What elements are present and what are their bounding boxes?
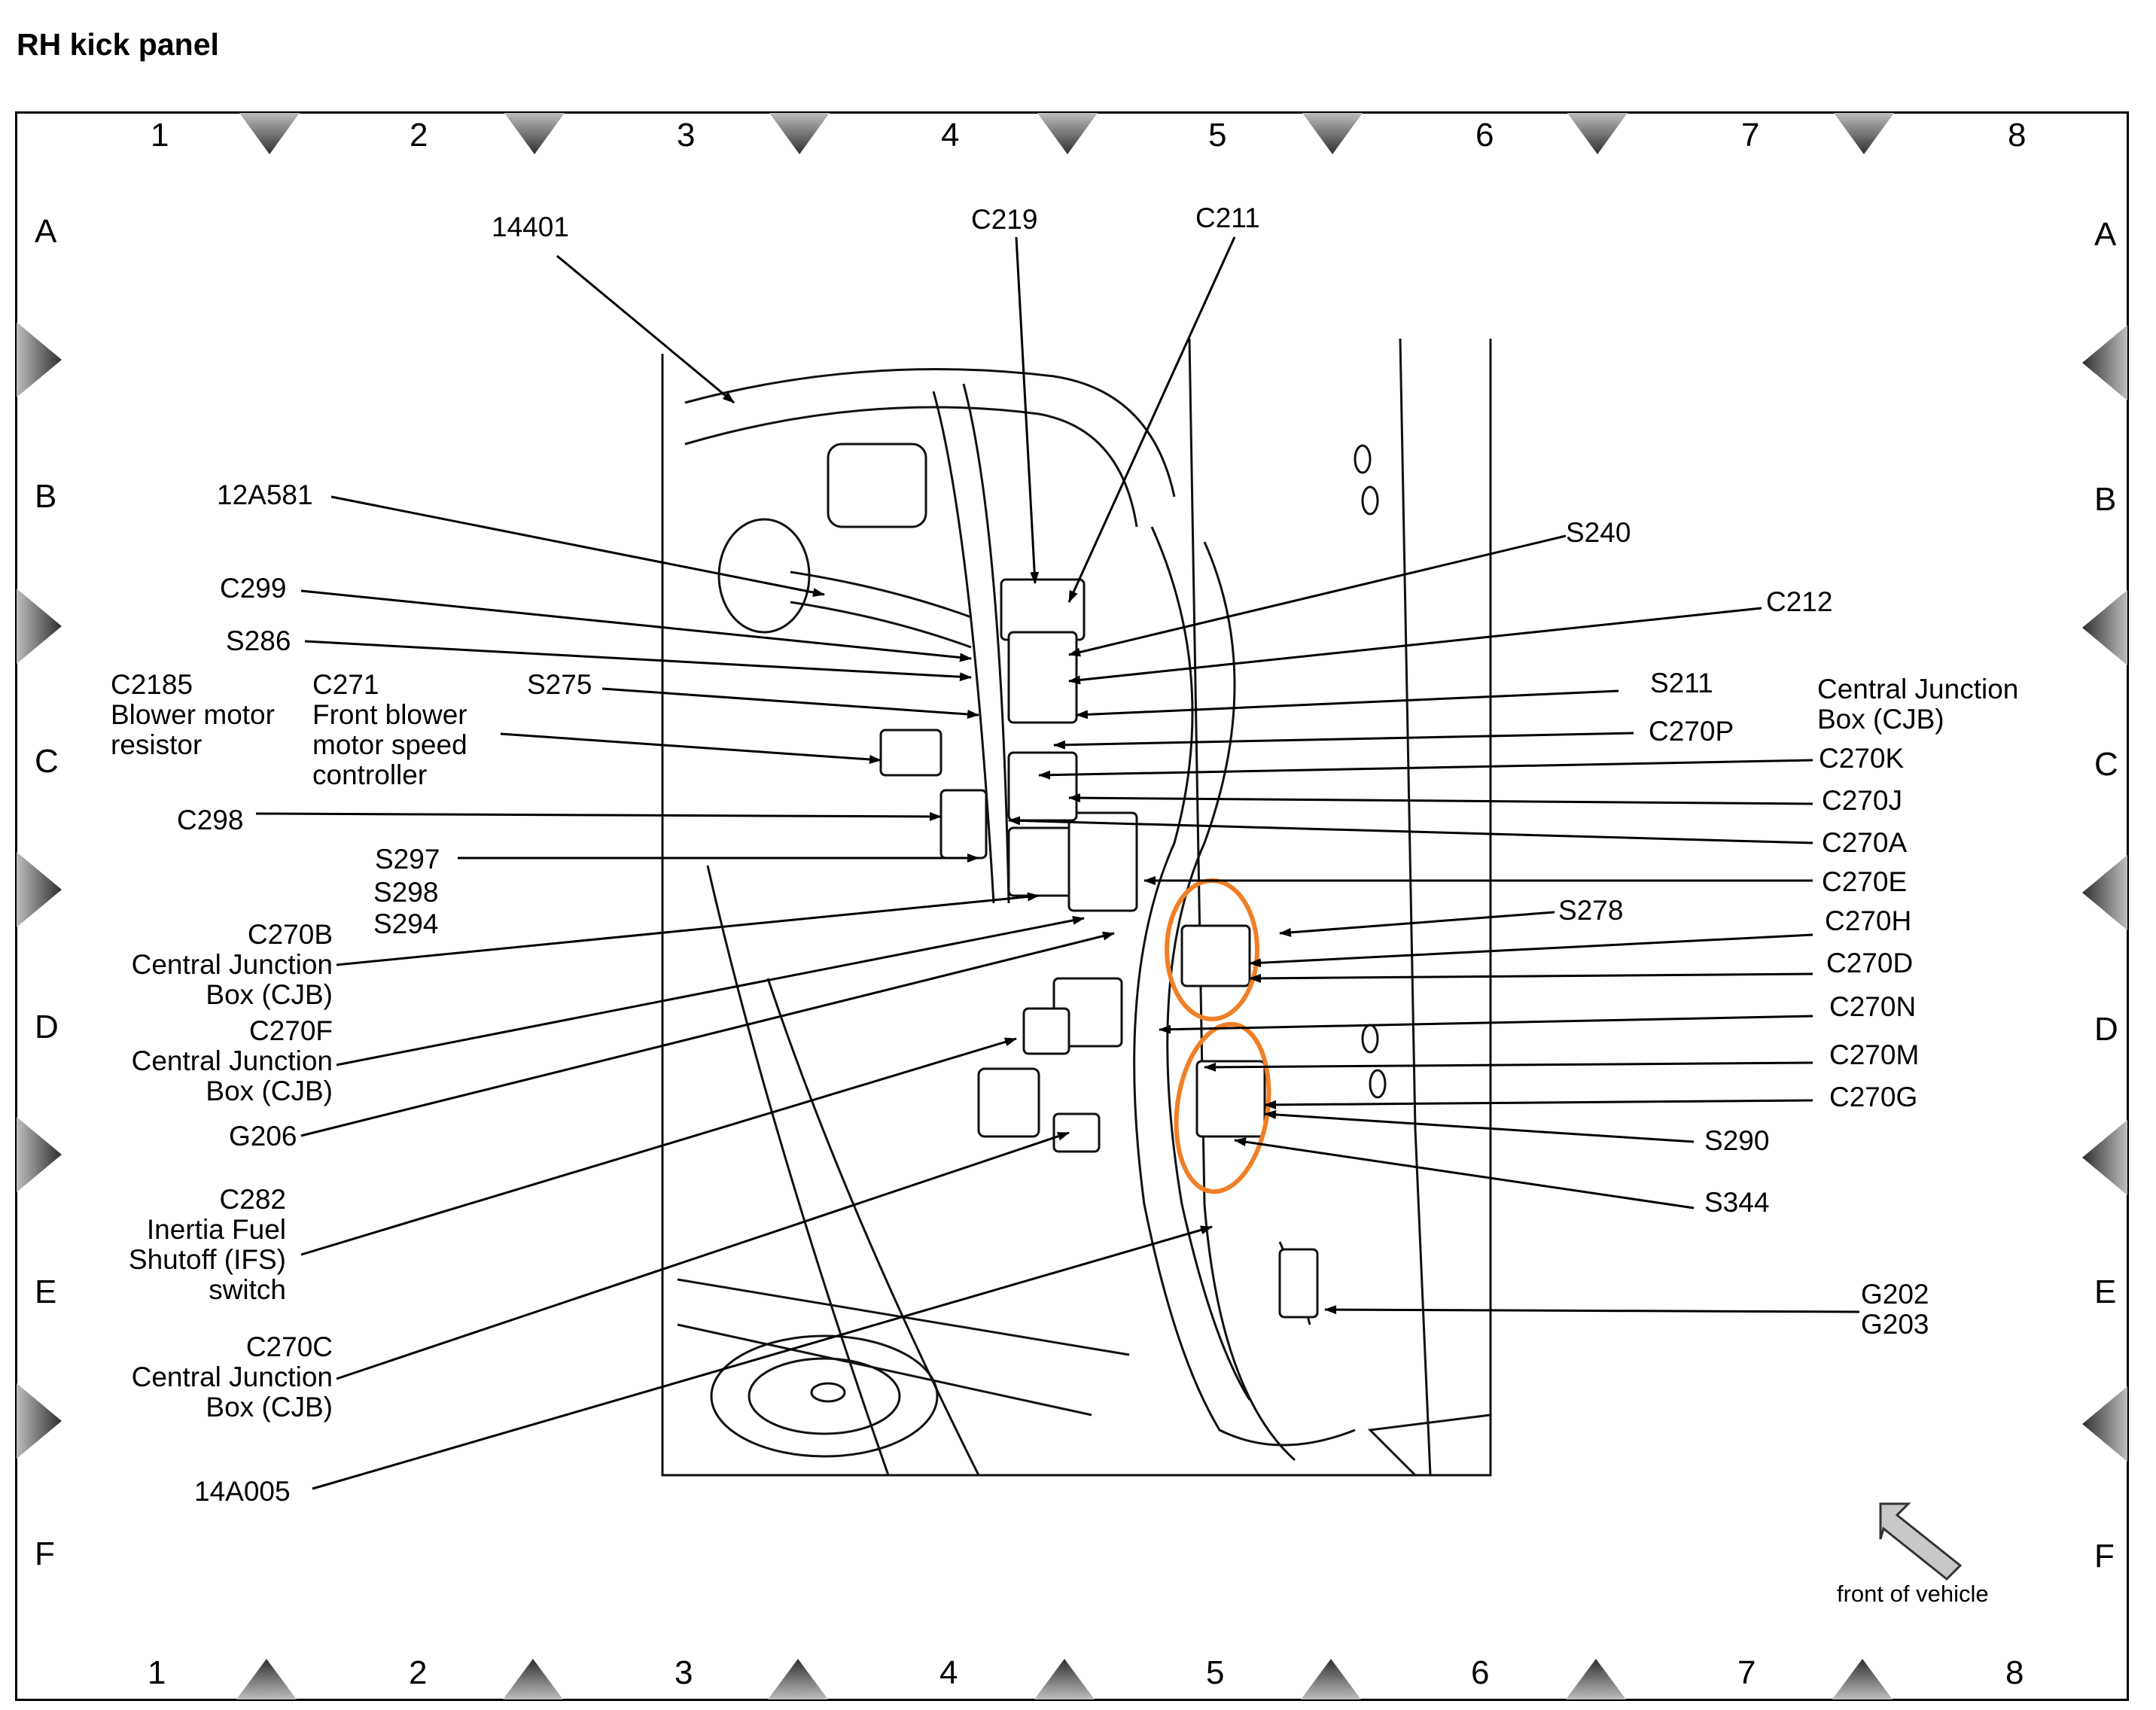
leader-lines [255,236,1860,1490]
label-c270f: C270F [248,1015,333,1046]
label-c270b: C270B [247,919,333,950]
label-c270a: C270A [1822,827,1908,858]
label-c212: C212 [1766,586,1833,617]
grid-row-right-f: F [2094,1538,2115,1575]
grid-row-left-d: D [35,1009,59,1045]
label-c2185: C2185 [111,669,193,700]
label-c270c-cjb2: Box (CJB) [206,1392,333,1422]
grid-col-bottom-8: 8 [2005,1654,2024,1691]
grid-col-top-6: 6 [1475,117,1494,154]
label-g202: G202 [1861,1279,1929,1310]
front-of-vehicle-arrow-icon [1879,1502,1963,1581]
grid-col-top-1: 1 [151,117,169,154]
label-s275: S275 [527,669,592,700]
label-c270e: C270E [1822,866,1908,897]
label-c270n: C270N [1829,991,1917,1022]
grid-row-right-c: C [2094,746,2118,783]
grid-markers-left [17,322,62,1459]
label-c270k: C270K [1819,743,1905,774]
label-s278: S278 [1558,895,1624,926]
label-14401: 14401 [492,211,569,242]
grid-col-bottom-7: 7 [1737,1654,1756,1691]
label-cjb-right-1: Central Junction [1817,674,2019,704]
grid-row-right-d: D [2094,1011,2118,1048]
grid-col-bottom-6: 6 [1471,1654,1490,1691]
label-c270d: C270D [1826,948,1914,978]
label-14a005: 14A005 [194,1476,291,1507]
grid-row-left-a: A [35,213,57,250]
grid-row-right-b: B [2094,481,2117,518]
grid-col-bottom-3: 3 [675,1654,693,1691]
label-g203: G203 [1861,1309,1929,1340]
grid-col-top-2: 2 [410,117,428,154]
grid-row-right-a: A [2094,216,2117,253]
label-c211: C211 [1195,202,1260,233]
label-c282-desc3: switch [209,1274,286,1305]
grid-col-bottom-1: 1 [148,1654,166,1691]
label-s211: S211 [1650,668,1713,698]
grid-row-right-e: E [2094,1273,2117,1310]
grid-markers-right [2082,325,2127,1462]
label-c271-desc1: Front blower [312,699,467,730]
grid-col-bottom-2: 2 [409,1654,428,1691]
grid-col-bottom-4: 4 [939,1654,958,1691]
label-c271: C271 [312,669,379,700]
label-c270b-cjb1: Central Junction [131,949,333,980]
label-c2185-desc2: resistor [111,729,203,760]
grid-markers-bottom [236,1659,1893,1699]
label-s297: S297 [375,844,440,875]
label-c270f-cjb2: Box (CJB) [206,1076,333,1106]
label-cjb-right-2: Box (CJB) [1817,704,1944,735]
label-c271-desc3: controller [312,759,428,790]
label-c2185-desc1: Blower motor [111,699,275,730]
label-c270c-cjb1: Central Junction [131,1362,333,1392]
label-c271-desc2: motor speed [312,729,467,760]
page-title: RH kick panel [17,27,219,62]
label-c282: C282 [219,1184,286,1215]
label-c270p: C270P [1649,716,1734,747]
kick-panel-structure [661,338,1492,1477]
label-s294: S294 [373,908,439,939]
label-12a581: 12A581 [217,479,313,510]
grid-markers-top [239,113,1894,154]
label-s290: S290 [1704,1125,1770,1156]
label-c270m: C270M [1829,1039,1920,1070]
grid-row-left-b: B [35,478,57,515]
grid-col-top-5: 5 [1208,117,1227,154]
label-c270g: C270G [1829,1082,1918,1112]
grid-row-left-f: F [35,1535,55,1572]
connector-blocks [879,578,1319,1319]
front-of-vehicle-label: front of vehicle [1837,1581,1989,1607]
label-s298: S298 [373,877,439,908]
grid-col-top-7: 7 [1741,117,1760,154]
label-g206: G206 [229,1121,297,1152]
label-c282-desc2: Shutoff (IFS) [128,1244,286,1275]
label-s240: S240 [1566,517,1631,548]
label-c299: C299 [220,573,287,604]
label-c298: C298 [177,805,244,835]
label-s344: S344 [1704,1187,1770,1218]
label-c270f-cjb1: Central Junction [131,1045,333,1076]
grid-row-left-c: C [35,743,59,780]
label-c270j: C270J [1822,785,1902,816]
diagram-frame [15,111,2129,1701]
label-c219: C219 [971,204,1038,235]
grid-col-bottom-5: 5 [1206,1654,1225,1691]
grid-col-top-3: 3 [677,117,696,154]
grid-row-left-e: E [35,1273,57,1310]
label-c282-desc1: Inertia Fuel [146,1214,286,1245]
label-c270b-cjb2: Box (CJB) [206,979,333,1010]
label-s286: S286 [226,625,291,656]
grid-col-top-8: 8 [2008,117,2027,154]
label-c270c: C270C [245,1331,333,1362]
grid-col-top-4: 4 [941,117,960,154]
label-c270h: C270H [1825,905,1912,936]
